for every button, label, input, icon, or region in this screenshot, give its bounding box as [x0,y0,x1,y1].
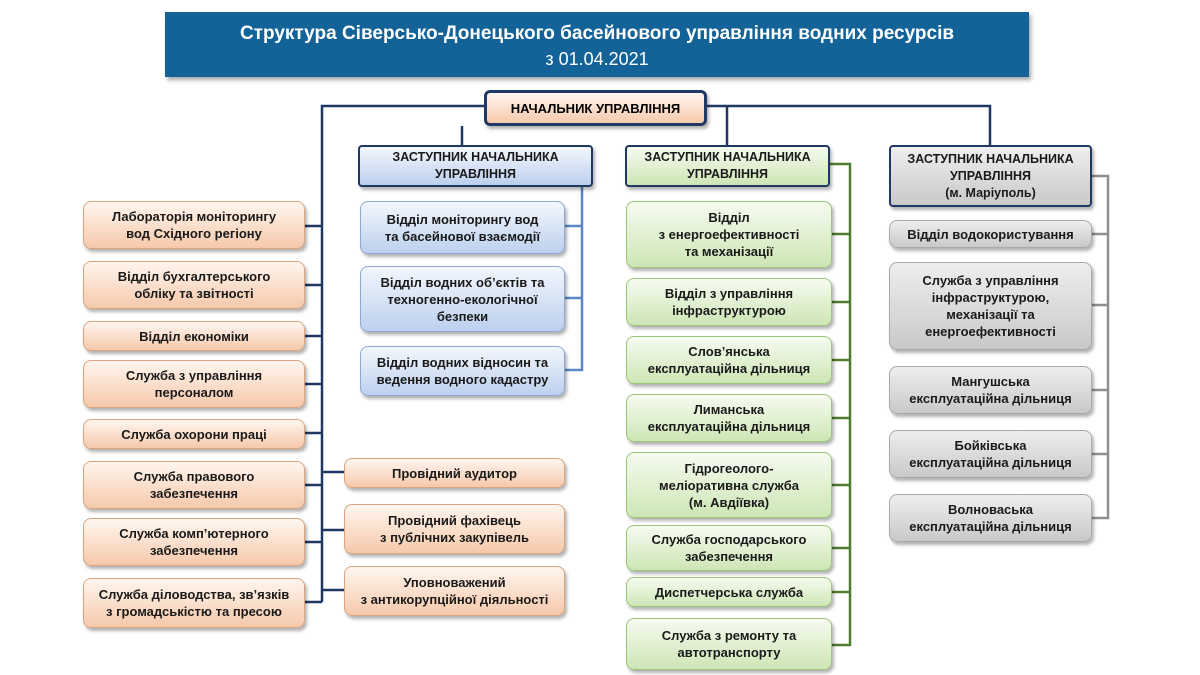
left-unit-5[interactable]: Служба охорони праці [83,419,305,449]
deputy1-title[interactable]: ЗАСТУПНИК НАЧАЛЬНИКА УПРАВЛІННЯ [358,145,593,187]
deputy3-unit-1[interactable]: Відділ водокористування [889,220,1092,248]
deputy1-unit-1[interactable]: Відділ моніторингу вод та басейнової вза… [360,201,565,254]
deputy2-unit-2[interactable]: Відділ з управління інфраструктурою [626,278,832,326]
chief-box[interactable]: НАЧАЛЬНИК УПРАВЛІННЯ [484,90,707,126]
deputy2-title[interactable]: ЗАСТУПНИК НАЧАЛЬНИКА УПРАВЛІННЯ [625,145,830,187]
left-unit-4[interactable]: Служба з управління персоналом [83,360,305,408]
page-title: Структура Сіверсько-Донецького басейново… [239,23,955,44]
middle-unit-2[interactable]: Провідний фахівець з публічних закупівел… [344,504,565,554]
deputy2-unit-1[interactable]: Відділ з енергоефективності та механізац… [626,201,832,268]
deputy3-unit-3[interactable]: Мангушська експлуатаційна дільниця [889,366,1092,414]
left-unit-8[interactable]: Служба діловодства, зв’язків з громадськ… [83,578,305,628]
grey-bracket [1092,174,1110,520]
deputy2-unit-6[interactable]: Служба господарського забезпечення [626,525,832,571]
deputy2-unit-5[interactable]: Гідрогеолого- меліоративна служба (м. Ав… [626,452,832,518]
deputy2-unit-4[interactable]: Лиманська експлуатаційна дільниця [626,394,832,442]
middle-unit-3[interactable]: Уповноважений з антикорупційної діяльнос… [344,566,565,616]
left-unit-3[interactable]: Відділ економіки [83,321,305,351]
deputy2-unit-3[interactable]: Слов’янська експлуатаційна дільниця [626,336,832,384]
deputy2-unit-7[interactable]: Диспетчерська служба [626,577,832,607]
left-unit-2[interactable]: Відділ бухгалтерського обліку та звітнос… [83,261,305,309]
page-date: з 01.04.2021 [545,49,649,69]
deputy1-unit-2[interactable]: Відділ водних об’єктів та техногенно-еко… [360,266,565,332]
left-unit-6[interactable]: Служба правового забезпечення [83,461,305,509]
deputy3-unit-2[interactable]: Служба з управління інфраструктурою, мех… [889,262,1092,350]
green-bracket [830,162,852,647]
deputy1-unit-3[interactable]: Відділ водних відносин та ведення водног… [360,346,565,396]
middle-unit-1[interactable]: Провідний аудитор [344,458,565,488]
title-banner: Структура Сіверсько-Донецького басейново… [165,12,1029,77]
main-connectors [305,104,992,604]
deputy2-unit-8[interactable]: Служба з ремонту та автотранспорту [626,618,832,670]
blue-bracket [565,162,593,372]
left-unit-7[interactable]: Служба комп’ютерного забезпечення [83,518,305,566]
left-unit-1[interactable]: Лабораторія моніторингу вод Східного рег… [83,201,305,249]
deputy3-unit-4[interactable]: Бойківська експлуатаційна дільниця [889,430,1092,478]
deputy3-title[interactable]: ЗАСТУПНИК НАЧАЛЬНИКА УПРАВЛІННЯ (м. Марі… [889,145,1092,207]
deputy3-unit-5[interactable]: Волноваська експлуатаційна дільниця [889,494,1092,542]
